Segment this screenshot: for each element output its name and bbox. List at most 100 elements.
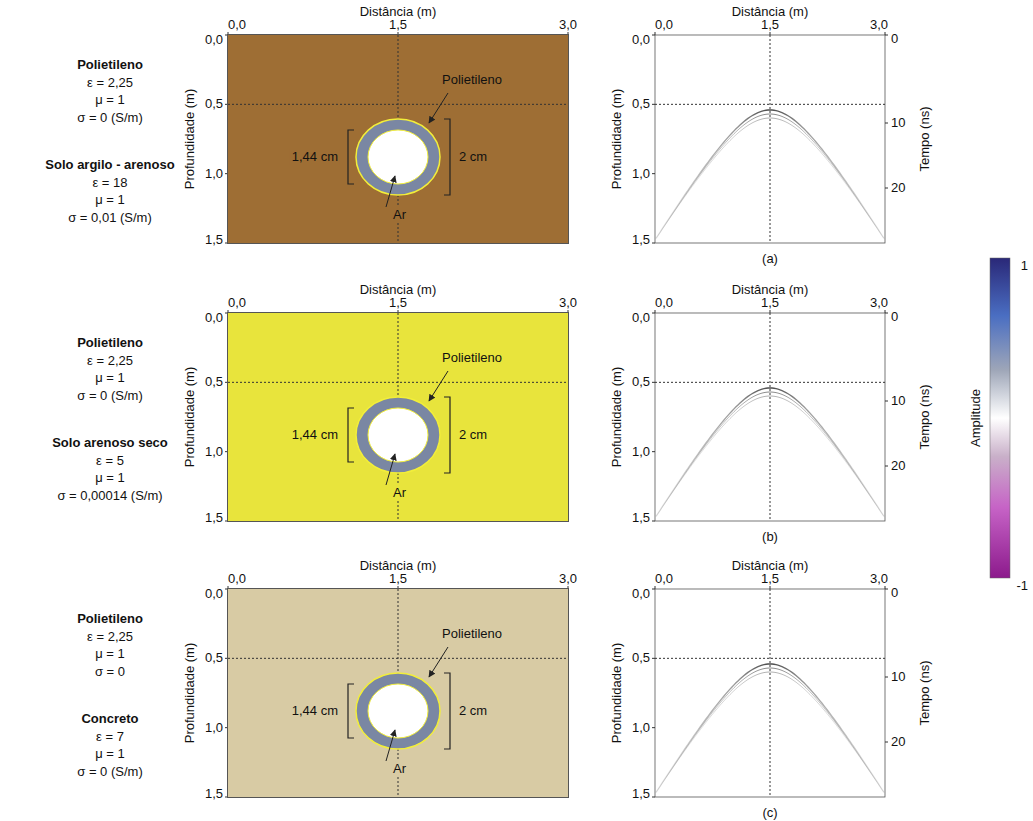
tick-label: 0 [891,309,898,325]
dimension-label: 1,44 cm [290,703,340,719]
material-property: σ = 0,01 (S/m) [68,210,152,226]
tick-label: 3,0 [559,17,577,33]
inner-diameter-bracket [348,684,354,738]
tick-label: 0,5 [205,374,223,390]
material-property: μ = 1 [95,746,125,762]
material-name: Concreto [81,711,138,727]
outer-diameter-bracket [444,119,450,195]
axis-title: Profundidade (m) [182,643,198,743]
material-label: Ar [391,761,408,777]
material-name: Solo argilo - arenoso [45,157,174,173]
tick-label: 10 [891,115,905,131]
material-name: Polietileno [77,611,143,627]
tick-label: 0,5 [205,650,223,666]
colorbar-tick: 1 [1021,258,1028,274]
tick-label: 0,5 [205,96,223,112]
material-name: Polietileno [77,335,143,351]
tick-label: 1,5 [632,510,650,526]
tick-label: 1,5 [205,786,223,802]
hyperbola [656,110,884,238]
axis-title: Profundidade (m) [609,367,625,467]
tick-label: 20 [891,734,905,750]
tick-label: 0,0 [632,310,650,326]
tick-label: 3,0 [559,571,577,587]
panel-letter: (b) [762,529,778,545]
tick-label: 1,0 [205,166,223,182]
tick-label: 0,0 [655,571,673,587]
air-core [368,408,428,462]
model-panel: Polietileno1,44 cm2 cmAr [228,35,568,243]
tick-label: 1,5 [205,510,223,526]
tick-label: 0,0 [205,310,223,326]
hyperbola [656,388,884,516]
axis-title: Profundidade (m) [609,89,625,189]
material-property: ε = 2,25 [87,353,133,369]
tick-label: 3,0 [870,17,888,33]
air-core [368,130,428,184]
material-property: σ = 0 (S/m) [77,388,142,404]
inner-diameter-bracket [348,130,354,184]
material-property: ε = 18 [92,175,127,191]
tick-label: 1,5 [761,17,779,33]
model-axes [225,32,568,243]
tick-label: 0,0 [655,17,673,33]
material-property: ε = 2,25 [87,629,133,645]
material-property: ε = 2,25 [87,75,133,91]
axis-title: Profundidade (m) [182,89,198,189]
tick-label: 0,0 [205,32,223,48]
dimension-label: 2 cm [457,703,489,719]
tick-label: 10 [891,669,905,685]
material-property: ε = 5 [96,453,124,469]
tick-label: 1,0 [205,720,223,736]
hyperbola [656,664,884,792]
material-label: Polietileno [440,626,504,642]
hyperbola [656,118,884,239]
tick-label: 20 [891,180,905,196]
material-property: σ = 0 (S/m) [77,110,142,126]
inner-diameter-bracket [348,408,354,462]
tick-label: 0,0 [632,32,650,48]
polyethylene-ring [356,397,440,473]
material-property: μ = 1 [95,192,125,208]
tick-label: 0,0 [632,586,650,602]
material-property: σ = 0,00014 (S/m) [57,488,162,504]
axis-title: Tempo (ns) [917,660,933,725]
polyethylene-ring [356,673,440,749]
tick-label: 0,0 [205,586,223,602]
tick-label: 1,5 [632,232,650,248]
hyperbola [656,668,884,792]
air-core [368,684,428,738]
polyethylene-ring [356,119,440,195]
tick-label: 3,0 [559,295,577,311]
model-panel: Polietileno 1,44 cm 2 cm Ar [228,589,568,797]
model-axes [225,586,568,797]
tick-label: 0,0 [228,295,246,311]
material-property: μ = 1 [95,92,125,108]
model-panel: Polietileno1,44 cm2 cmAr [228,313,568,521]
tick-label: 1,0 [632,720,650,736]
colorbar-tick: -1 [1016,578,1028,594]
tick-label: 0 [891,585,898,601]
model-axes [225,310,568,521]
panel-letter: (a) [762,251,778,267]
material-property: μ = 1 [95,370,125,386]
radargram [652,586,888,797]
tick-label: 0,0 [655,295,673,311]
hyperbola [656,396,884,517]
dimension-label: 1,44 cm [290,427,340,443]
tick-label: 10 [891,393,905,409]
axis-title: Tempo (ns) [917,106,933,171]
tick-label: 3,0 [870,295,888,311]
material-property: σ = 0 [95,664,125,680]
material-property: σ = 0 (S/m) [77,764,142,780]
tick-label: 1,5 [632,786,650,802]
dimension-label: 2 cm [457,149,489,165]
dimension-label: 1,44 cm [290,149,340,165]
material-property: ε = 7 [96,729,124,745]
axis-title: Profundidade (m) [182,367,198,467]
material-name: Solo arenoso seco [52,435,168,451]
hyperbola [656,392,884,516]
radargram [652,310,888,521]
axis-title: Tempo (ns) [917,384,933,449]
